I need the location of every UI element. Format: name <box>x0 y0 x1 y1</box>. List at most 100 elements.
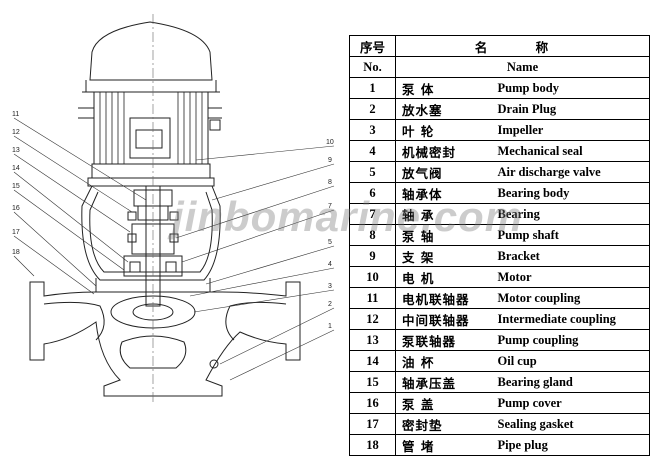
row-name-cn: 轴承压盖 <box>395 371 492 393</box>
row-name-cn: 轴承体 <box>395 182 492 204</box>
row-number: 12 <box>349 308 396 330</box>
row-name-en: Pump shaft <box>491 224 651 246</box>
callout-11: 11 <box>12 111 19 118</box>
row-name-en: Motor coupling <box>491 287 651 309</box>
row-name-cn: 轴 承 <box>395 203 492 225</box>
row-name-en: Bearing gland <box>491 371 651 393</box>
row-number: 13 <box>349 329 396 351</box>
row-name-en: Bearing <box>491 203 651 225</box>
motor-body <box>93 91 209 165</box>
row-number: 15 <box>349 371 396 393</box>
row-name-en: Pump cover <box>491 392 651 414</box>
header-name-cn: 名 称 <box>394 35 651 57</box>
row-name-cn: 泵 轴 <box>395 224 492 246</box>
row-name-en: Intermediate coupling <box>491 308 651 330</box>
row-name-en: Oil cup <box>491 350 651 372</box>
callout-2: 2 <box>328 301 332 308</box>
row-name-cn: 管 堵 <box>395 434 492 456</box>
callout-15: 15 <box>12 183 20 190</box>
pump-cross-section-drawing: 11 12 13 14 15 16 17 18 10 9 8 7 5 4 3 2… <box>12 14 335 404</box>
row-name-cn: 泵联轴器 <box>395 329 492 351</box>
row-name-en: Bearing body <box>491 182 651 204</box>
row-number: 14 <box>349 350 396 372</box>
row-name-en: Air discharge valve <box>491 161 651 183</box>
row-name-cn: 叶 轮 <box>395 119 492 141</box>
callout-13: 13 <box>12 147 20 154</box>
row-number: 5 <box>349 161 396 183</box>
row-name-cn: 中间联轴器 <box>395 308 492 330</box>
callout-17: 17 <box>12 229 20 236</box>
bracket <box>81 185 221 281</box>
row-name-cn: 泵 盖 <box>395 392 492 414</box>
row-name-cn: 电机联轴器 <box>395 287 492 309</box>
row-number: 2 <box>349 98 396 120</box>
motor-top-cover <box>89 21 213 81</box>
row-name-en: Motor <box>491 266 651 288</box>
row-number: 10 <box>349 266 396 288</box>
table-header-row-cn: 序号 名 称 <box>349 35 651 57</box>
callout-5: 5 <box>328 239 332 246</box>
callout-12: 12 <box>12 129 20 136</box>
row-number: 16 <box>349 392 396 414</box>
row-name-en: Pump coupling <box>491 329 651 351</box>
callout-14: 14 <box>12 165 20 172</box>
row-name-en: Pump body <box>491 77 651 99</box>
row-name-en: Bracket <box>491 245 651 267</box>
row-number: 7 <box>349 203 396 225</box>
callout-8: 8 <box>328 179 332 186</box>
motor-fins <box>99 92 203 164</box>
terminal-box <box>129 117 171 159</box>
row-number: 18 <box>349 434 396 456</box>
row-number: 17 <box>349 413 396 435</box>
row-name-cn: 放气阀 <box>395 161 492 183</box>
row-number: 4 <box>349 140 396 162</box>
row-number: 3 <box>349 119 396 141</box>
row-number: 11 <box>349 287 396 309</box>
callout-18: 18 <box>12 249 20 256</box>
row-number: 8 <box>349 224 396 246</box>
callout-3: 3 <box>328 283 332 290</box>
row-name-en: Drain Plug <box>491 98 651 120</box>
row-number: 1 <box>349 77 396 99</box>
row-number: 9 <box>349 245 396 267</box>
row-name-cn: 机械密封 <box>395 140 492 162</box>
row-name-cn: 支 架 <box>395 245 492 267</box>
header-no-en: No. <box>349 56 396 78</box>
row-name-cn: 油 杯 <box>395 350 492 372</box>
header-no-cn: 序号 <box>349 35 396 57</box>
row-name-en: Pipe plug <box>491 434 651 456</box>
row-number: 6 <box>349 182 396 204</box>
callout-7: 7 <box>328 203 332 210</box>
callout-4: 4 <box>328 261 332 268</box>
row-name-cn: 泵 体 <box>395 77 492 99</box>
row-name-en: Sealing gasket <box>491 413 651 435</box>
row-name-en: Mechanical seal <box>491 140 651 162</box>
row-name-en: Impeller <box>491 119 651 141</box>
callout-9: 9 <box>328 157 332 164</box>
callout-16: 16 <box>12 205 20 212</box>
pump-body <box>29 281 301 397</box>
callout-10: 10 <box>326 139 334 146</box>
row-name-cn: 放水塞 <box>395 98 492 120</box>
row-name-cn: 电 机 <box>395 266 492 288</box>
